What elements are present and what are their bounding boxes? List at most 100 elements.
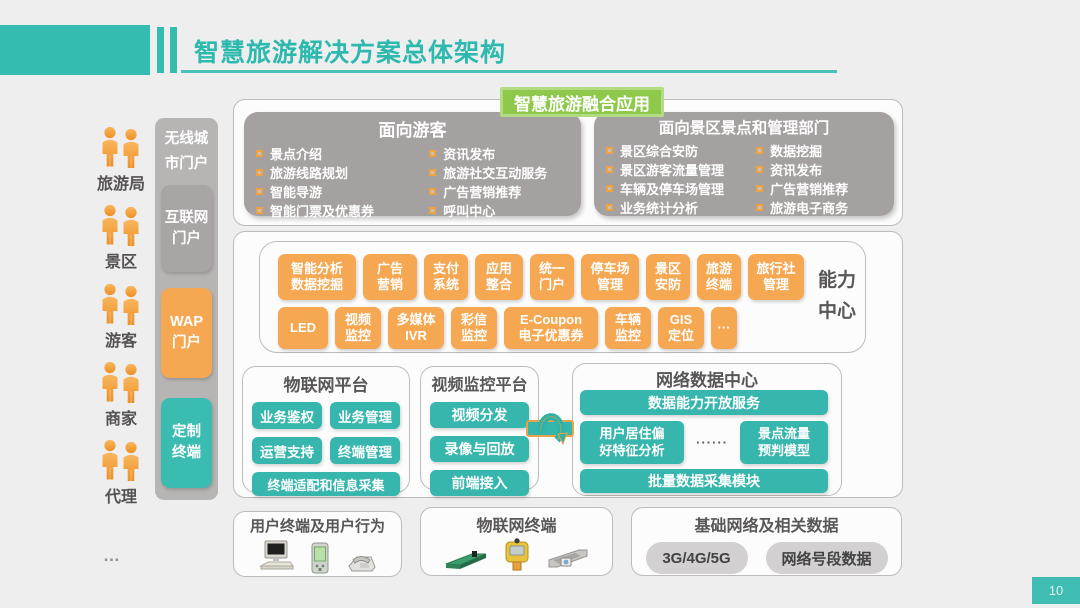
list-item: 广告营销推荐 <box>756 179 884 198</box>
actor-scenic-area: 景区 <box>86 204 156 272</box>
actor-label: 游客 <box>104 333 137 350</box>
box-title: 物联网平台 <box>283 376 369 395</box>
capability-item: 广告 营销 <box>363 254 417 300</box>
title-accent-bar <box>170 27 177 73</box>
box-title: 视频监控平台 <box>431 377 528 394</box>
iot-platform-item: 业务鉴权 <box>252 402 322 429</box>
list-item: 旅游线路规划 <box>256 163 429 182</box>
list-item: 资讯发布 <box>429 144 571 163</box>
bullet-square-icon <box>256 169 263 176</box>
list-item-label: 智能导游 <box>270 185 323 200</box>
people-icon <box>102 361 139 404</box>
actors-more-ellipsis: … <box>103 546 122 565</box>
box-title: 基础网络及相关数据 <box>694 518 839 535</box>
list-item: 智能门票及优惠券 <box>256 201 429 220</box>
list-item: 业务统计分析 <box>606 198 756 217</box>
actor-label: 景区 <box>104 254 137 271</box>
meter-device-icon <box>505 538 529 571</box>
bullet-square-icon <box>256 150 263 157</box>
capability-item: 停车场 管理 <box>581 254 639 300</box>
iot-terminal-box: 物联网终端 <box>420 507 613 576</box>
header-accent-block <box>0 25 150 75</box>
iot-platform-box: 物联网平台 业务鉴权 业务管理 运营支持 终端管理 终端适配和信息采集 <box>242 366 410 496</box>
capability-item: 应用 整合 <box>475 254 523 300</box>
list-item: 旅游电子商务 <box>756 198 884 217</box>
list-item-label: 旅游社交互动服务 <box>443 166 548 181</box>
list-item-label: 景区游客流量管理 <box>620 163 725 178</box>
list-item: 景区综合安防 <box>606 141 756 160</box>
camera-swivel-icon <box>524 399 576 464</box>
capability-row-1: 智能分析 数据挖掘 广告 营销 支付 系统 应用 整合 统一 门户 停车场 管理… <box>278 254 804 300</box>
list-item-label: 资讯发布 <box>443 147 496 162</box>
list-item-label: 业务统计分析 <box>620 201 699 216</box>
box-title: 物联网终端 <box>476 518 557 535</box>
bullet-square-icon <box>256 188 263 195</box>
bullet-square-icon <box>429 169 437 176</box>
capability-item: 景区 安防 <box>646 254 690 300</box>
iot-platform-item: 运营支持 <box>252 437 322 464</box>
list-item-label: 数据挖掘 <box>770 144 823 159</box>
list-item: 景区游客流量管理 <box>606 160 756 179</box>
list-item-label: 呼叫中心 <box>443 204 496 219</box>
applications-container: 面向游客 景点介绍 旅游线路规划 智能导游 智能门票及优惠券 资讯发布 旅游社交… <box>233 99 903 226</box>
actor-agent: 代理 <box>86 439 156 507</box>
actor-label: 代理 <box>104 489 137 506</box>
bullet-square-icon <box>606 147 613 154</box>
capability-item: 旅行社 管理 <box>748 254 804 300</box>
bullet-square-icon <box>606 185 613 192</box>
list-item: 资讯发布 <box>756 160 884 179</box>
pda-phone-icon <box>311 542 329 574</box>
portal-wap: WAP 门户 <box>161 288 212 378</box>
capability-item: 支付 系统 <box>424 254 468 300</box>
data-center-item: 景点流量 预判模型 <box>740 421 828 464</box>
bullet-square-icon <box>256 207 263 214</box>
page-number-badge: 10 <box>1032 577 1080 604</box>
people-icon <box>102 126 139 169</box>
list-item: 旅游社交互动服务 <box>429 163 571 182</box>
bullet-square-icon <box>429 188 437 195</box>
list-item: 车辆及停车场管理 <box>606 179 756 198</box>
iot-platform-item: 业务管理 <box>330 402 400 429</box>
circuit-board-icon <box>445 551 487 569</box>
list-item-label: 智能门票及优惠券 <box>270 204 375 219</box>
list-item-label: 车辆及停车场管理 <box>620 182 725 197</box>
page-title: 智慧旅游解决方案总体架构 <box>194 39 507 67</box>
box-title: 用户终端及用户行为 <box>249 518 385 535</box>
bullet-square-icon <box>429 150 437 157</box>
telephone-icon <box>348 556 376 572</box>
list-item: 智能导游 <box>256 182 429 201</box>
list-item-label: 旅游线路规划 <box>270 166 349 181</box>
bullet-square-icon <box>606 166 613 173</box>
capability-center-label: 能力 中心 <box>817 270 856 322</box>
box-title: 网络数据中心 <box>656 371 758 390</box>
fusion-application-tag: 智慧旅游融合应用 <box>500 87 664 117</box>
list-item-label: 资讯发布 <box>770 163 823 178</box>
bullet-square-icon <box>606 204 613 211</box>
iot-platform-item: 终端适配和信息采集 <box>252 472 400 496</box>
capability-item-more: ··· <box>711 307 737 349</box>
actor-merchant: 商家 <box>86 361 156 429</box>
box-title: 面向游客 <box>378 121 447 140</box>
actor-tourism-bureau: 旅游局 <box>86 126 156 194</box>
capability-item: LED <box>278 307 328 349</box>
list-item-label: 旅游电子商务 <box>770 201 849 216</box>
list-item: 数据挖掘 <box>756 141 884 160</box>
platform-container: 能力 中心 智能分析 数据挖掘 广告 营销 支付 系统 应用 整合 统一 门户 … <box>233 231 903 498</box>
base-network-box: 基础网络及相关数据 3G/4G/5G 网络号段数据 <box>631 507 902 576</box>
data-center-item: 批量数据采集模块 <box>580 469 828 493</box>
list-item: 广告营销推荐 <box>429 182 571 201</box>
video-platform-item: 视频分发 <box>430 402 529 428</box>
tourist-facing-box: 面向游客 景点介绍 旅游线路规划 智能导游 智能门票及优惠券 资讯发布 旅游社交… <box>244 112 581 219</box>
network-pill: 网络号段数据 <box>765 542 888 574</box>
capability-center-box: 能力 中心 智能分析 数据挖掘 广告 营销 支付 系统 应用 整合 统一 门户 … <box>259 241 866 353</box>
capability-item: 智能分析 数据挖掘 <box>278 254 356 300</box>
bullet-square-icon <box>429 207 437 214</box>
actor-tourist: 游客 <box>86 283 156 351</box>
capability-item: 视频 监控 <box>335 307 381 349</box>
title-accent-bar <box>157 27 164 73</box>
people-icon <box>102 204 139 247</box>
data-center-item: 数据能力开放服务 <box>580 390 828 415</box>
capability-item: GIS 定位 <box>658 307 704 349</box>
list-item-label: 广告营销推荐 <box>443 185 522 200</box>
user-terminal-box: 用户终端及用户行为 <box>233 511 402 577</box>
